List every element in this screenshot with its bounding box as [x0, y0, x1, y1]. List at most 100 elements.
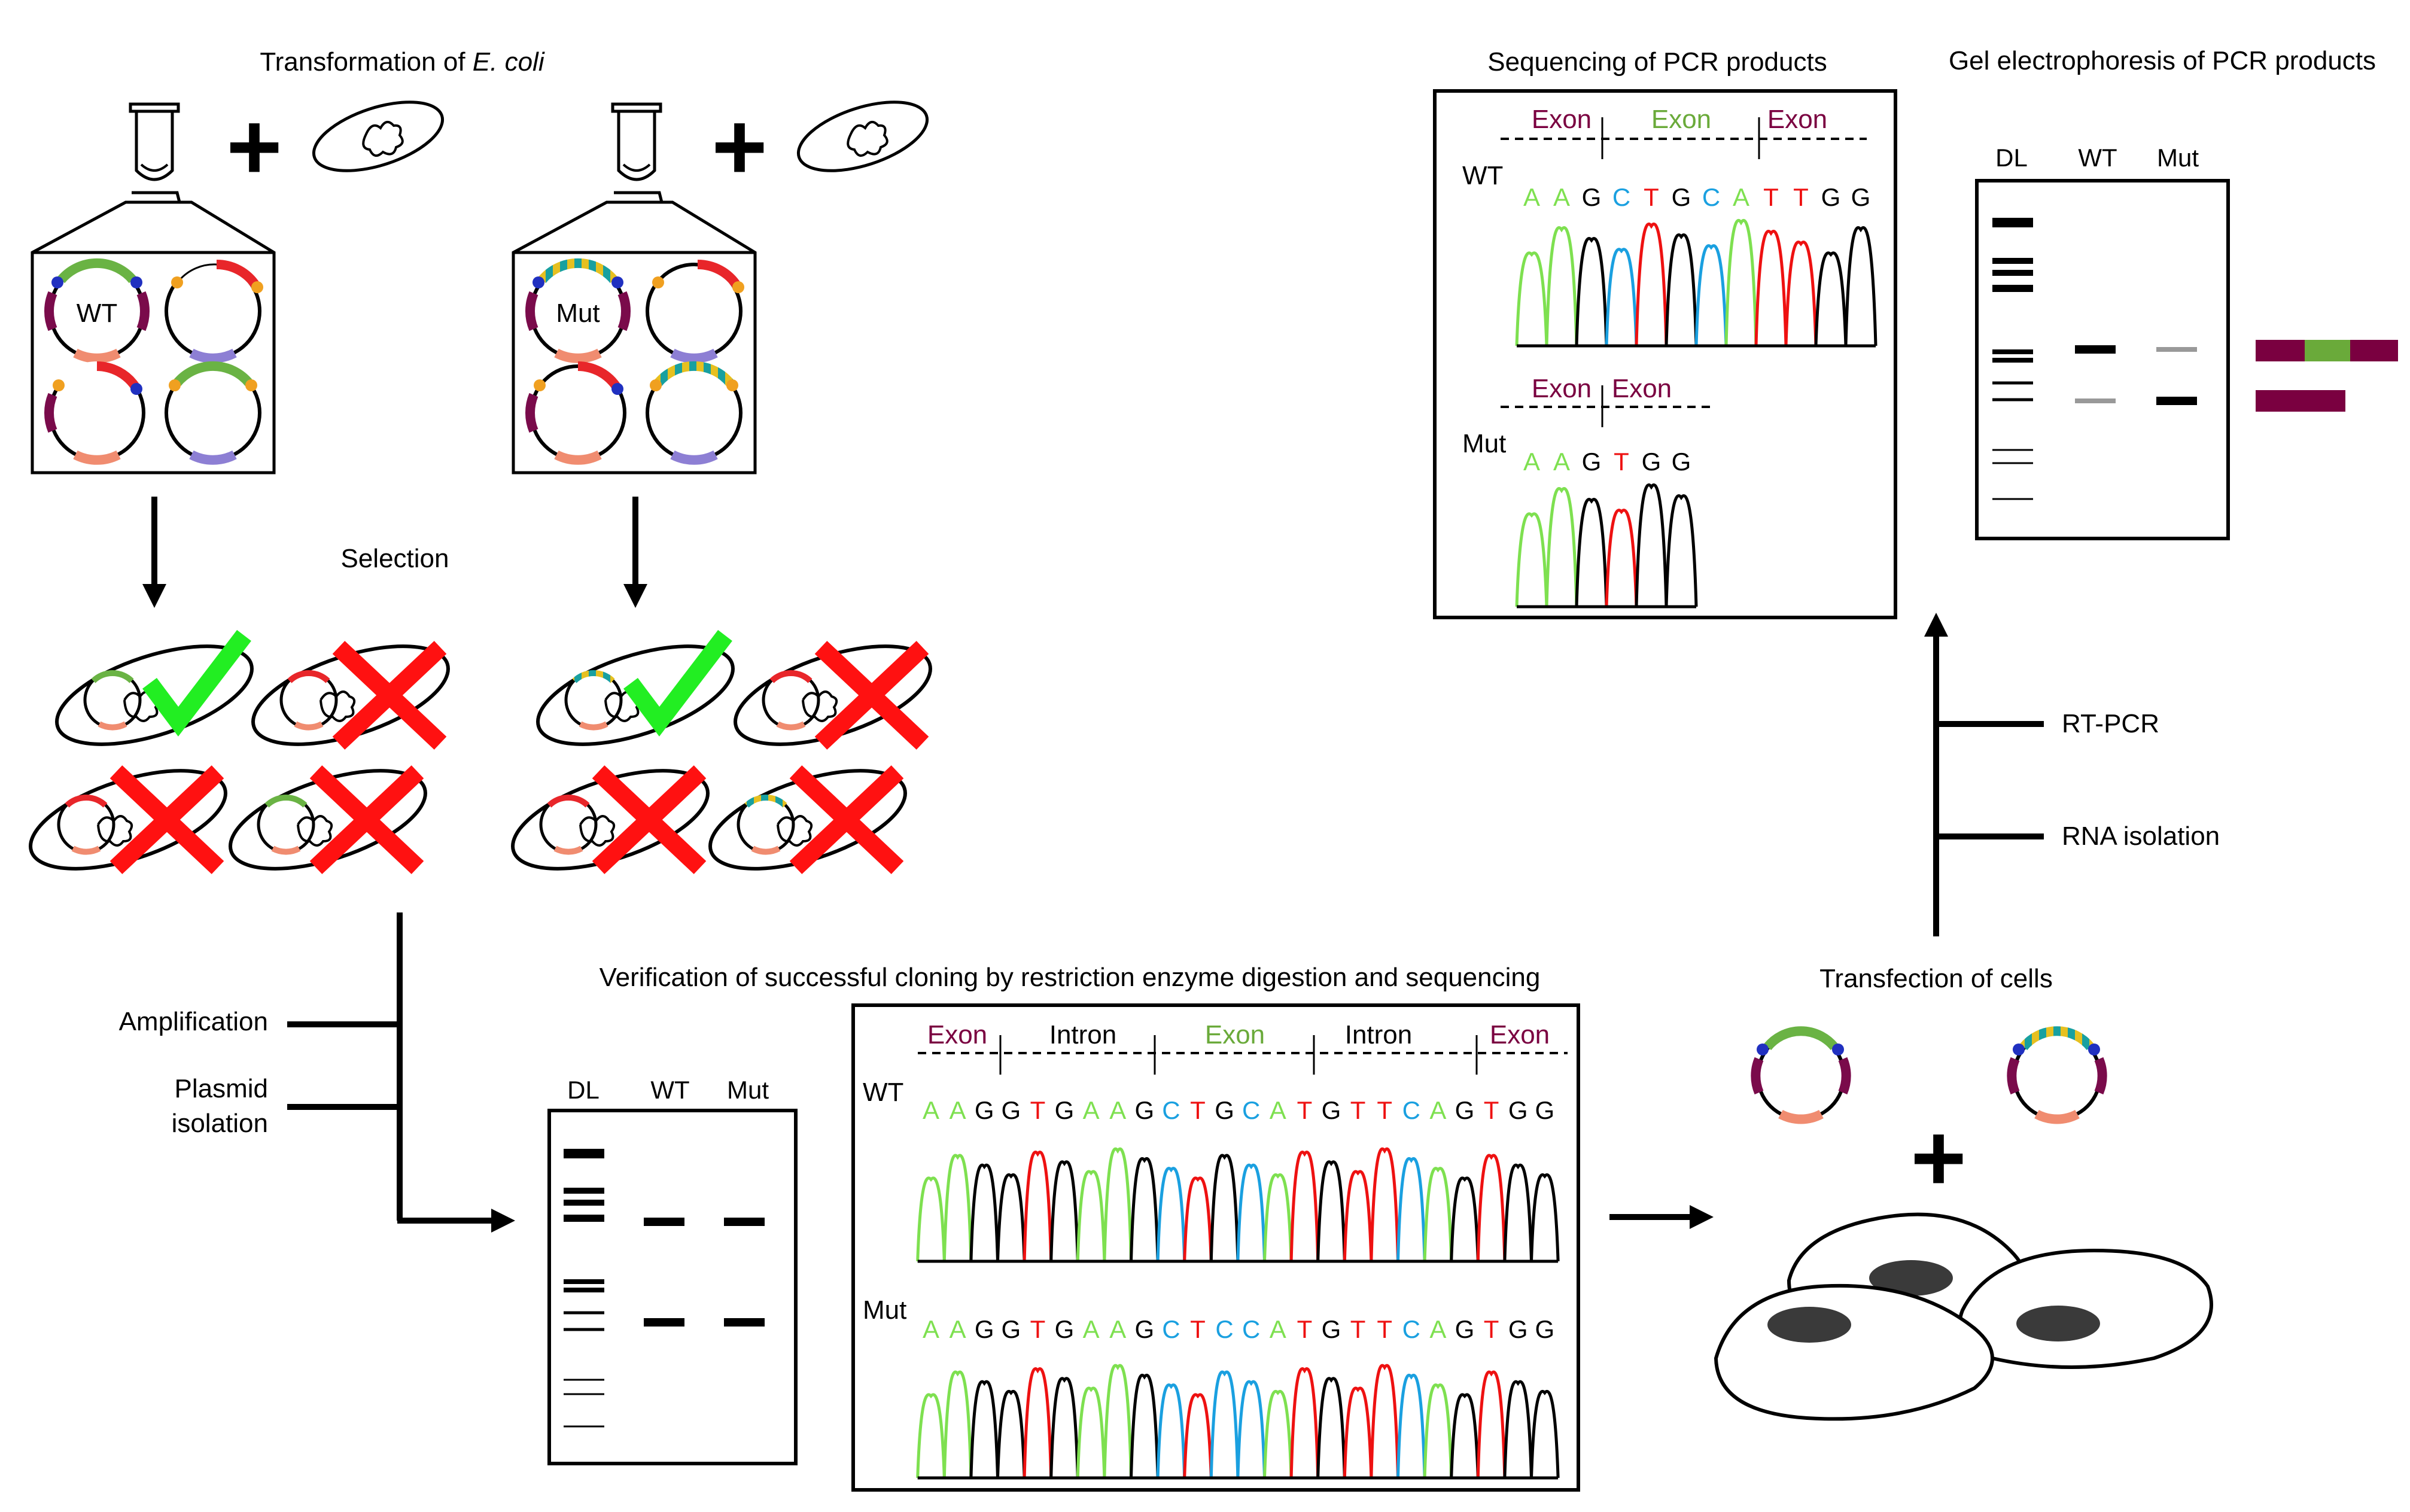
chromatogram-peak	[1635, 483, 1668, 607]
base-letter: T	[1377, 1315, 1392, 1343]
chromatogram-peak	[1183, 1176, 1213, 1262]
exon-bar	[2350, 340, 2398, 361]
chromatogram-peak	[1236, 1380, 1266, 1478]
region-label: Exon	[927, 1020, 987, 1049]
base-letter: T	[1614, 448, 1629, 476]
chromatogram-peak	[1545, 226, 1578, 346]
chromatogram-peak	[1476, 1370, 1507, 1478]
chromatogram-peak	[942, 1154, 973, 1262]
base-letter: G	[1455, 1096, 1475, 1124]
verification-title: Verification of successful cloning by re…	[600, 963, 1541, 992]
plasmid-empty-icon	[646, 259, 744, 363]
chromatogram-peak	[1575, 498, 1608, 607]
base-letter: A	[1083, 1096, 1100, 1124]
chromatogram-peak	[1236, 1163, 1266, 1262]
base-letter: T	[1350, 1315, 1366, 1343]
base-letter: G	[975, 1096, 994, 1124]
plus-icon: +	[711, 93, 767, 200]
base-letter: C	[1215, 1315, 1233, 1343]
amplification-flow: Amplification Plasmid isolation	[119, 912, 515, 1233]
chromatogram-peak	[1396, 1373, 1426, 1478]
selected-bacterium	[55, 629, 254, 746]
base-letter: T	[1030, 1315, 1046, 1343]
chromatogram-peak	[1343, 1386, 1373, 1478]
check-icon	[142, 629, 251, 737]
svg-text:WT: WT	[77, 299, 117, 328]
chromatogram-peak	[1503, 1163, 1533, 1262]
flask-icon	[611, 102, 664, 203]
transformation-title: Transformation of E. coli	[260, 47, 544, 77]
chromatogram-peak	[1545, 486, 1578, 607]
chromatogram-peak	[1450, 1176, 1480, 1262]
chromatogram-peak	[1183, 1393, 1213, 1478]
gel-lane-label: DL	[567, 1076, 600, 1104]
gel-lane-label: DL	[1995, 144, 2028, 172]
chromatogram-peak	[916, 1393, 946, 1478]
bacterium-icon	[312, 101, 445, 172]
cells-icon	[1714, 1212, 2213, 1421]
chromatogram-peak	[1370, 1147, 1399, 1262]
base-letter: A	[1733, 183, 1749, 211]
chromatogram-peak	[1289, 1367, 1320, 1478]
chromatogram-peak	[1076, 1386, 1106, 1478]
exon-bar	[2256, 390, 2345, 412]
chromatogram-peak	[1263, 1390, 1293, 1478]
chromatogram-peak	[969, 1380, 999, 1478]
base-letter: A	[1429, 1315, 1446, 1343]
base-letter: G	[1134, 1096, 1154, 1124]
gel-lane-label: Mut	[727, 1076, 769, 1104]
selected-bacterium	[734, 641, 932, 750]
cross-icon	[309, 765, 424, 874]
chromatogram-peak	[1289, 1151, 1320, 1262]
chromatogram-peak	[1724, 218, 1758, 346]
chromatogram-peak	[1023, 1151, 1053, 1262]
gel-lane-label: WT	[2078, 144, 2117, 172]
pcr-gel-title: Gel electrophoresis of PCR products	[1949, 46, 2376, 75]
exon-bar	[2256, 340, 2305, 361]
chromatogram-peak	[1530, 1173, 1560, 1262]
mut-label: Mut	[1462, 429, 1506, 458]
cross-icon	[592, 765, 707, 874]
chromatogram-peak	[1130, 1157, 1160, 1262]
base-letter: G	[1055, 1315, 1075, 1343]
wt-label: WT	[863, 1078, 903, 1107]
selected-bacterium	[708, 765, 907, 874]
chromatogram-peak	[1156, 1383, 1186, 1478]
chromatogram-peak	[1515, 251, 1548, 346]
bacterium-icon	[796, 101, 929, 172]
chromatogram-peak	[1844, 226, 1878, 346]
mut-label: Mut	[863, 1295, 906, 1325]
region-label: Exon	[1490, 1020, 1550, 1049]
base-letter: A	[923, 1096, 939, 1124]
chromatogram-peak	[1209, 1370, 1240, 1478]
base-letter: G	[1215, 1096, 1234, 1124]
base-letter: A	[950, 1096, 966, 1124]
chromatogram-peak	[1103, 1147, 1133, 1262]
base-letter: G	[1535, 1096, 1554, 1124]
plasmid-isolation-label-2: isolation	[172, 1109, 268, 1138]
region-label: Exon	[1612, 374, 1672, 403]
chromatogram-peak	[1694, 244, 1728, 346]
base-letter: A	[1523, 183, 1540, 211]
chromatogram-peak	[1370, 1364, 1399, 1478]
selection-label: Selection	[340, 544, 449, 573]
base-letter: T	[1297, 1096, 1313, 1124]
plus-icon: +	[1910, 1104, 1966, 1211]
base-letter: T	[1377, 1096, 1392, 1124]
chromatogram-peak	[1130, 1373, 1160, 1478]
region-label: Exon	[1767, 105, 1827, 134]
chromatogram-peak	[1396, 1157, 1426, 1262]
base-letter: G	[1001, 1096, 1021, 1124]
base-letter: A	[1109, 1315, 1126, 1343]
base-letter: T	[1793, 183, 1809, 211]
chromatogram-peak	[942, 1370, 973, 1478]
chromatogram-peak	[1575, 237, 1608, 346]
chromatogram-peak	[1665, 494, 1698, 607]
chromatogram-peak	[1635, 222, 1668, 346]
chromatogram-peak	[1515, 512, 1548, 607]
base-letter: T	[1350, 1096, 1366, 1124]
base-letter: G	[1508, 1315, 1528, 1343]
base-letter: G	[1508, 1096, 1528, 1124]
base-letter: T	[1030, 1096, 1046, 1124]
